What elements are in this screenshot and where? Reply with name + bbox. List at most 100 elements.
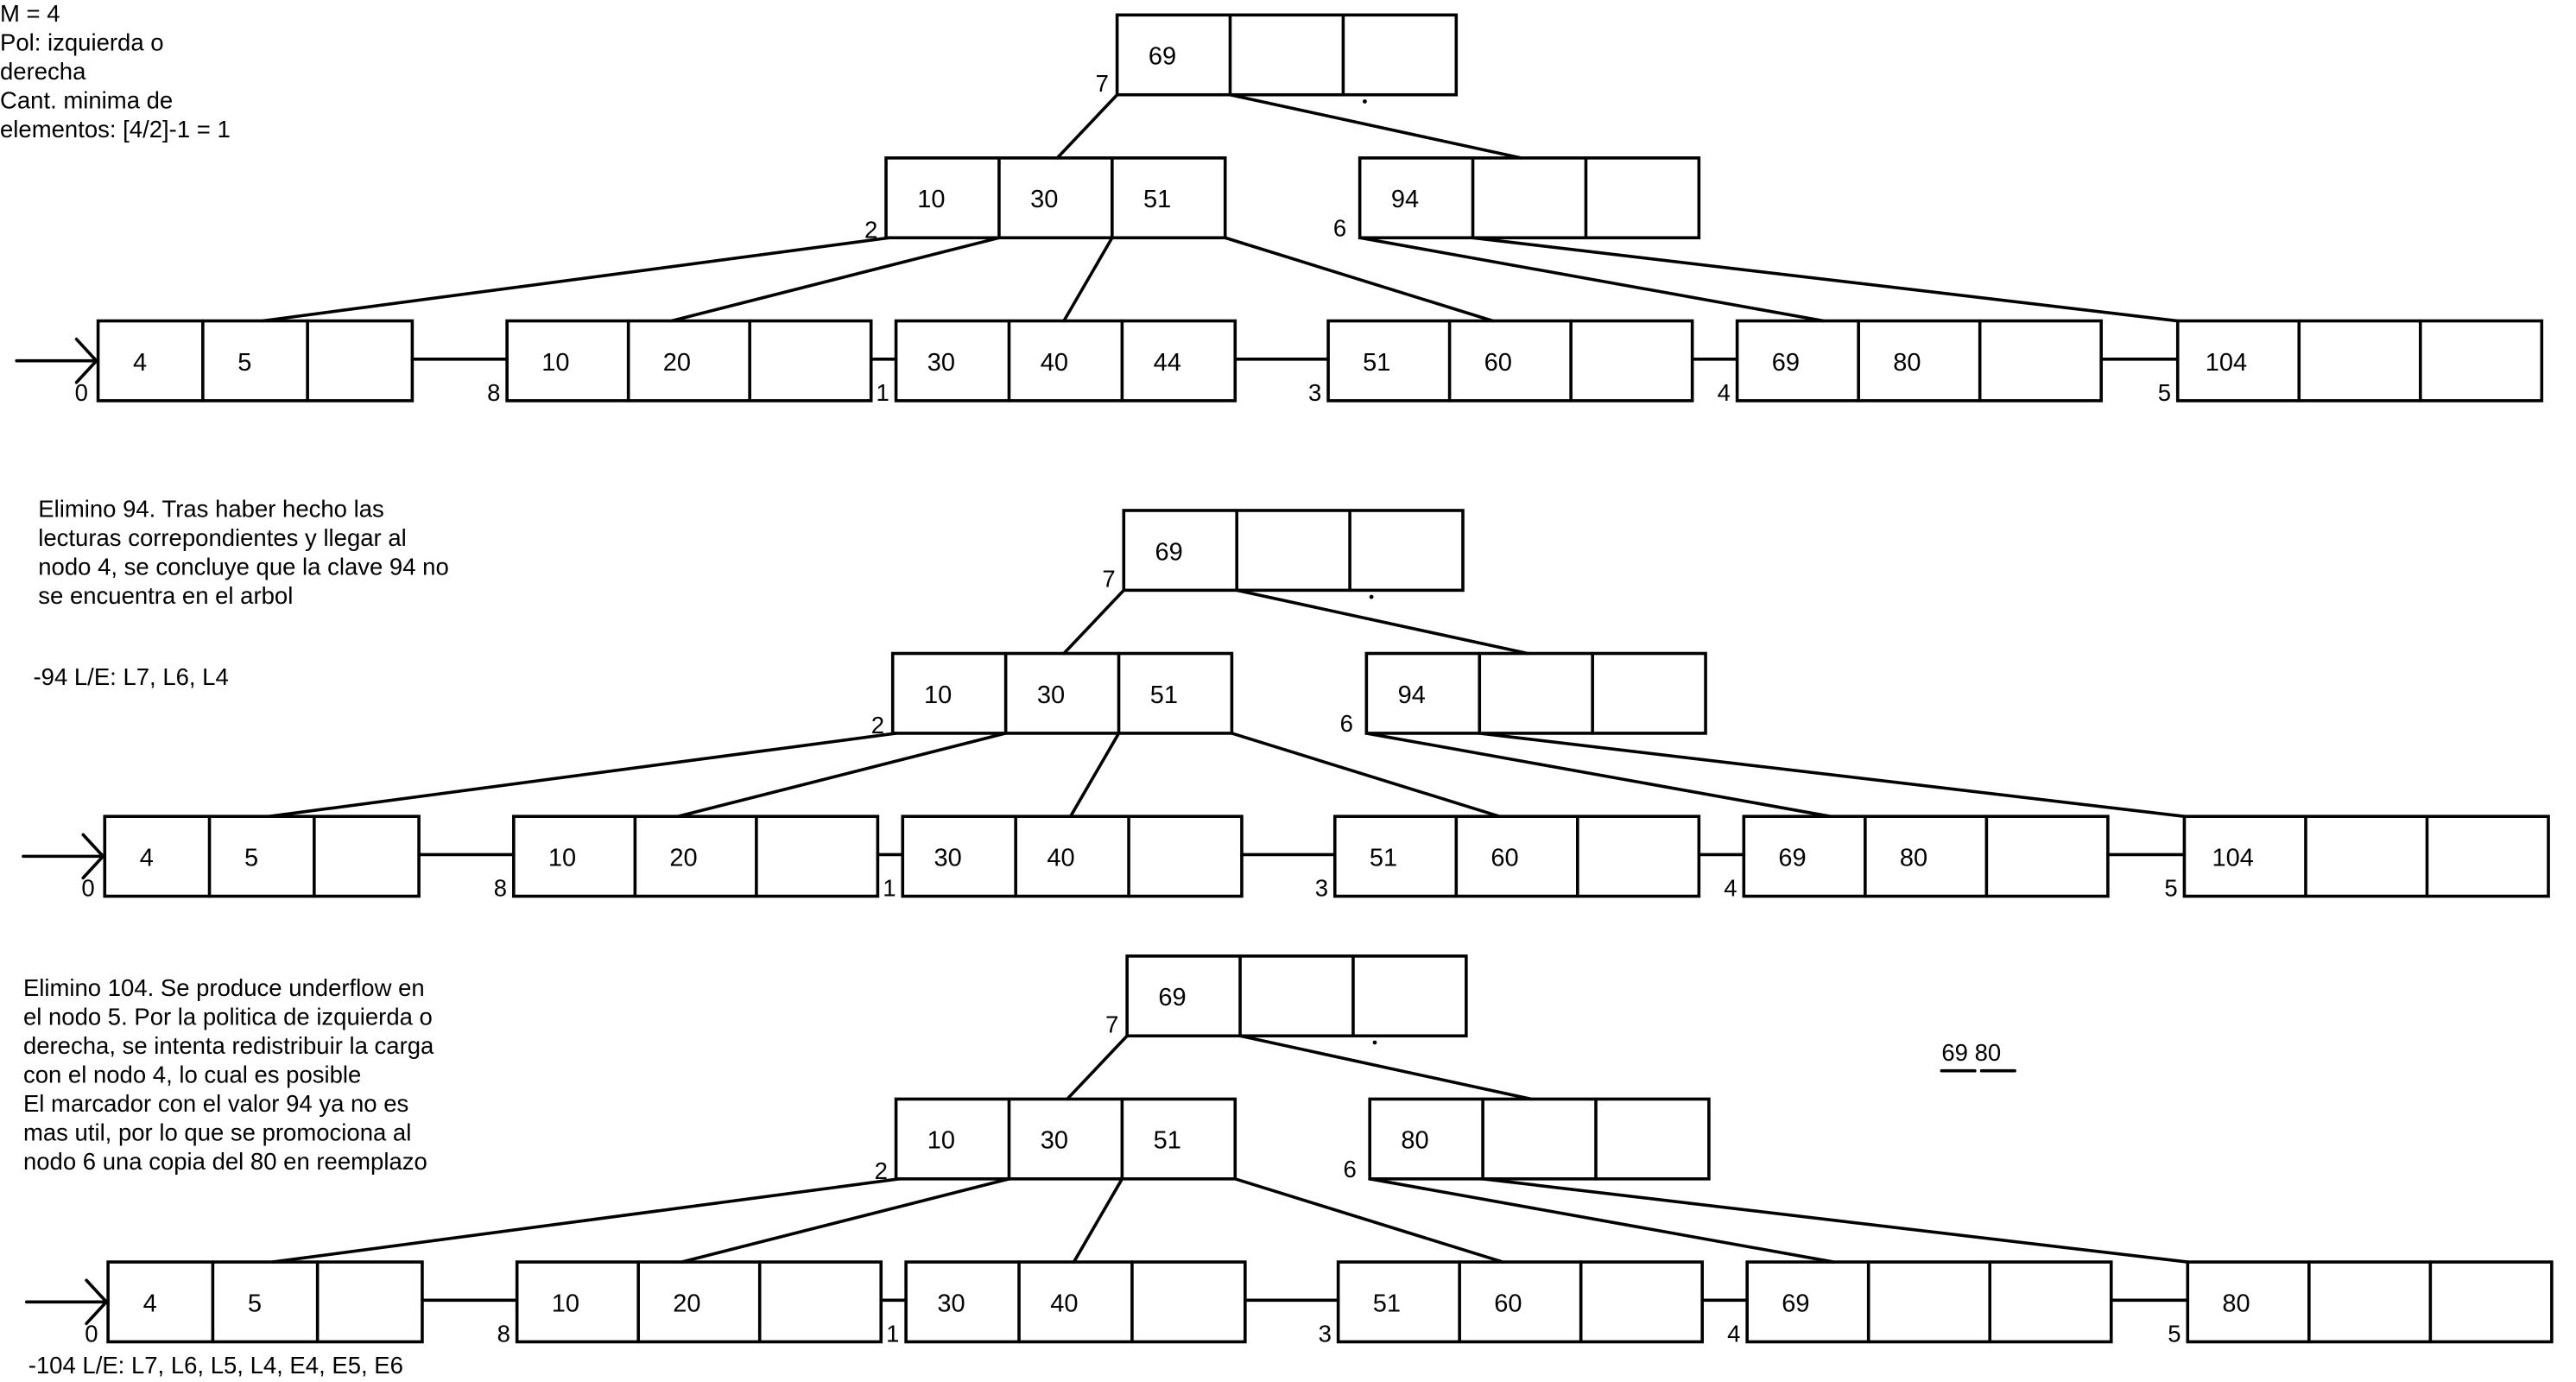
pointer-line (270, 1177, 902, 1264)
io-operations: -94 L/E: L7, L6, L4 (34, 663, 229, 690)
node-id-label: 8 (497, 1320, 510, 1347)
header-note-line: derecha (0, 58, 86, 85)
header-note-line: elementos: [4/2]-1 = 1 (0, 116, 231, 143)
node-key: 80 (1401, 1127, 1428, 1155)
node-key: 40 (1041, 349, 1068, 377)
pointer-line (676, 732, 1008, 818)
node-id-label: 5 (2158, 379, 2171, 406)
node-key: 80 (1893, 349, 1921, 377)
stray-dot (1363, 99, 1367, 104)
pointer-line (680, 1177, 1011, 1264)
node-key: 30 (1037, 681, 1065, 709)
entry-arrow (81, 854, 105, 880)
description-line: con el nodo 4, lo cual es posible (23, 1062, 361, 1088)
pointer-line (1235, 588, 1529, 656)
description-line: Elimino 104. Se produce underflow en (23, 974, 425, 1001)
header-note-line: Pol: izquierda o (0, 29, 164, 56)
stray-dot (1372, 1040, 1377, 1045)
node-id-label: 6 (1333, 214, 1346, 241)
node-key: 5 (248, 1290, 262, 1317)
pointer-line (1230, 732, 1502, 818)
node-id-label: 2 (871, 712, 884, 739)
node-box (890, 651, 1234, 735)
node-box (103, 815, 421, 898)
root-node: 697 (1105, 954, 1468, 1038)
leaf-node: 694 (1727, 1260, 2113, 1347)
pointer-line (1062, 236, 1114, 323)
pointer-line (1238, 1034, 1533, 1101)
node-id-label: 3 (1308, 379, 1321, 406)
node-key: 80 (2222, 1290, 2250, 1317)
node-key: 10 (552, 1290, 579, 1317)
io-operations: -104 L/E: L7, L6, L5, L4, E4, E5, E6 (28, 1352, 403, 1379)
node-key: 10 (917, 186, 945, 213)
node-id-label: 8 (494, 875, 507, 902)
node-key: 69 (1782, 1290, 1809, 1317)
stray-dot (1369, 594, 1374, 599)
description-line: derecha, se intenta redistribuir la carg… (23, 1032, 434, 1059)
node-box (1122, 509, 1465, 593)
entry-arrow (74, 358, 98, 384)
pointer-line (1068, 732, 1121, 818)
pointer-line (669, 236, 1001, 323)
node-id-label: 6 (1343, 1156, 1356, 1182)
description-line: El marcador con el valor 94 ya no es (23, 1090, 408, 1117)
node-key: 60 (1491, 844, 1518, 872)
node-key: 30 (937, 1290, 965, 1317)
node-key: 94 (1391, 186, 1419, 213)
index-node: 946 (1340, 651, 1707, 737)
pointer-line (1233, 1177, 1504, 1264)
node-key: 69 (1155, 538, 1183, 566)
node-key: 60 (1494, 1290, 1522, 1317)
pointer-line (1062, 588, 1126, 656)
node-key: 30 (1041, 1127, 1068, 1155)
root-node: 697 (1102, 509, 1465, 593)
node-key: 51 (1363, 349, 1390, 377)
node-key: 80 (1900, 844, 1927, 872)
pointer-line (1223, 236, 1495, 323)
index-node: 80 6 (1343, 1097, 1711, 1182)
entry-arrow (81, 833, 105, 859)
node-box (1115, 13, 1459, 97)
node-id-label: 3 (1315, 875, 1328, 902)
node-box (1358, 156, 1701, 240)
node-key: 4 (140, 844, 154, 872)
node-box (1125, 954, 1468, 1038)
node-key: 10 (924, 681, 952, 709)
description-line: mas util, por lo que se promociona al (23, 1119, 411, 1146)
node-key: 94 (1398, 681, 1426, 709)
root-node: 697 (1096, 13, 1459, 97)
node-box (894, 1097, 1237, 1181)
node-key: 69 (1772, 349, 1800, 377)
entry-arrow (74, 337, 98, 363)
node-id-label: 0 (81, 875, 94, 902)
node-id-label: 1 (877, 379, 889, 406)
node-id-label: 0 (75, 379, 88, 406)
entry-arrow (85, 1278, 108, 1304)
leaf-node: 4 5 0 (81, 815, 421, 902)
node-key: 4 (143, 1290, 157, 1317)
pointer-line (1072, 1177, 1124, 1264)
node-box (1742, 815, 2110, 898)
node-key: 5 (244, 844, 258, 872)
node-key: 20 (663, 349, 691, 377)
pointer-line (1055, 92, 1119, 160)
node-key: 51 (1370, 844, 1397, 872)
node-id-label: 7 (1096, 70, 1109, 97)
node-box (1368, 1097, 1711, 1181)
pointer-line (1066, 1034, 1129, 1101)
node-id-label: 4 (1724, 875, 1737, 902)
